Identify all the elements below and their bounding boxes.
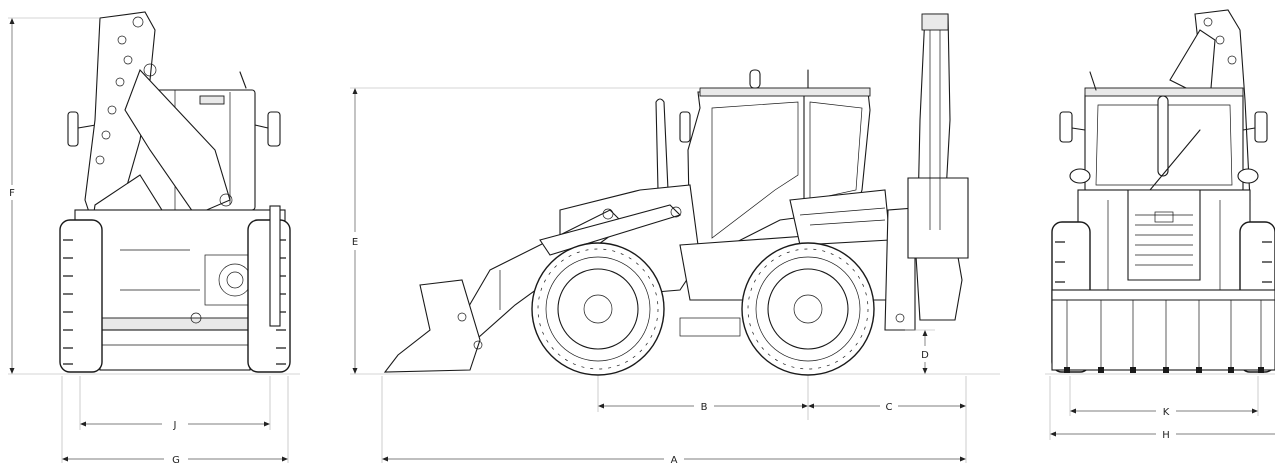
rear-view-backhoe — [59, 11, 291, 373]
dim-E: E — [350, 87, 700, 374]
dim-F: F — [8, 17, 100, 374]
dim-B: B — [597, 376, 809, 420]
dim-label-H: H — [1162, 430, 1170, 441]
front-view-loader — [1051, 9, 1275, 373]
dim-label-B: B — [701, 402, 708, 413]
dim-label-E: E — [352, 237, 358, 248]
side-view-backhoe-loader — [383, 13, 969, 376]
dim-label-A: A — [671, 455, 678, 463]
dim-G: G — [61, 376, 289, 463]
dim-C: C — [808, 376, 967, 463]
dim-label-J: J — [173, 420, 177, 431]
dim-J: J — [79, 376, 271, 431]
dim-label-D: D — [921, 350, 929, 361]
dim-label-C: C — [886, 402, 893, 413]
dim-label-K: K — [1163, 407, 1170, 418]
dim-A: A — [381, 376, 966, 463]
dim-label-G: G — [172, 455, 180, 463]
dim-K: K — [1069, 376, 1259, 418]
dim-label-F: F — [9, 188, 15, 199]
dim-H: H — [1049, 376, 1275, 441]
dim-D: D — [905, 329, 935, 374]
